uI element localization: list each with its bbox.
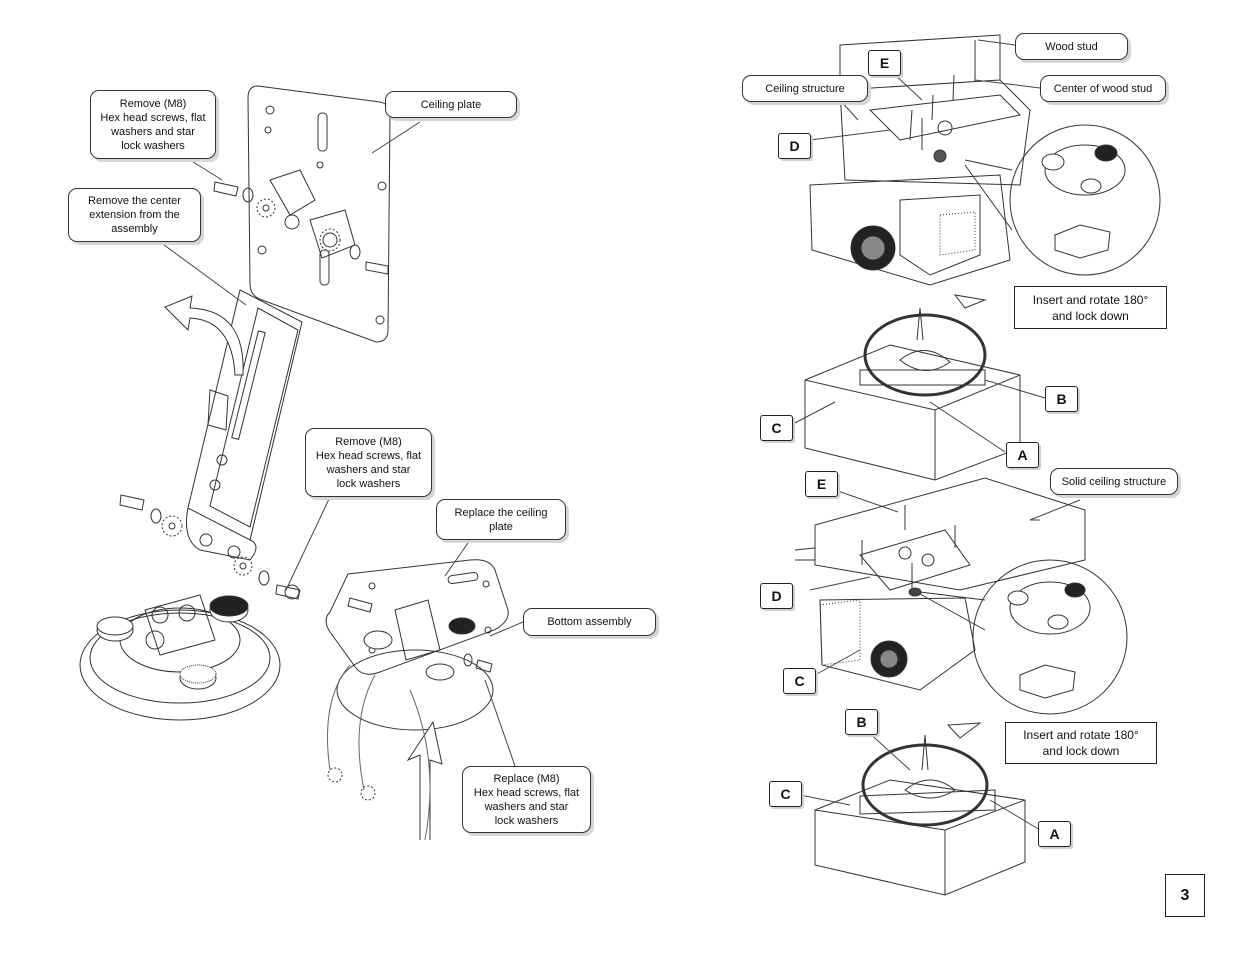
instruction-insert-rotate-2: Insert and rotate 180° and lock down [1005, 722, 1157, 764]
label-c-middle: C [783, 668, 816, 694]
left-leader-lines [159, 121, 524, 767]
callout-remove-screws-top: Remove (M8) Hex head screws, flat washer… [90, 90, 216, 159]
label-b-top: B [1045, 386, 1078, 412]
ceiling-plate-drawing [247, 85, 391, 343]
label-a-bottom: A [1038, 821, 1071, 847]
callout-remove-center-extension: Remove the center extension from the ass… [68, 188, 201, 242]
callout-ceiling-plate: Ceiling plate [385, 91, 517, 118]
callout-solid-ceiling-structure: Solid ceiling structure [1050, 468, 1178, 495]
callout-replace-ceiling-plate: Replace the ceiling plate [436, 499, 566, 540]
label-d-top: D [778, 133, 811, 159]
label-d-bottom: D [760, 583, 793, 609]
label-e-bottom: E [805, 471, 838, 497]
removal-arrow [164, 295, 244, 376]
label-b-bottom: B [845, 709, 878, 735]
projector-wood-stud-drawing [809, 34, 1161, 286]
instruction-insert-rotate-1: Insert and rotate 180° and lock down [1014, 286, 1167, 329]
label-c-top: C [760, 415, 793, 441]
callout-wood-stud: Wood stud [1015, 33, 1128, 60]
center-extension-drawing [186, 289, 303, 561]
screw-set-middle [119, 494, 301, 600]
callout-ceiling-structure: Ceiling structure [742, 75, 868, 102]
label-e-top: E [868, 50, 901, 76]
projector-solid-ceiling-drawing [794, 477, 1128, 715]
screw-set-top [213, 181, 389, 275]
callout-bottom-assembly: Bottom assembly [523, 608, 656, 636]
rotation-box-1-drawing [804, 294, 1021, 481]
right-leader-lines [790, 39, 1081, 831]
label-c-bottom: C [769, 781, 802, 807]
page-number: 3 [1165, 874, 1205, 917]
callout-center-of-wood-stud: Center of wood stud [1040, 75, 1166, 102]
replace-plate-drawing [325, 559, 509, 841]
callout-remove-screws-mid: Remove (M8) Hex head screws, flat washer… [305, 428, 432, 497]
bottom-assembly-drawing [79, 594, 281, 721]
callout-replace-screws: Replace (M8) Hex head screws, flat washe… [462, 766, 591, 833]
rotation-box-2-drawing [814, 722, 1026, 896]
label-a-top: A [1006, 442, 1039, 468]
